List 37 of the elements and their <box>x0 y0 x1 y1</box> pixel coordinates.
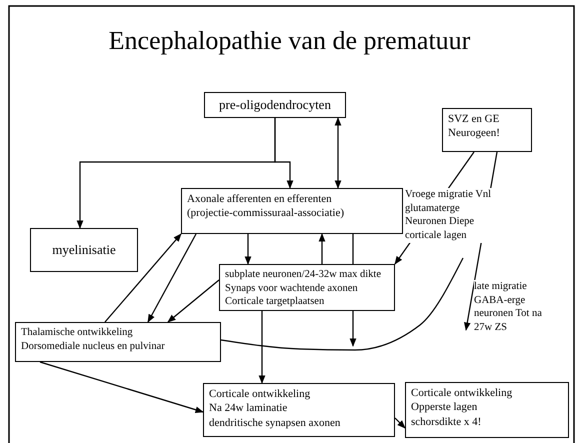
box-text: Thalamische ontwikkeling <box>21 326 134 340</box>
arrow <box>258 311 266 384</box>
box-text: Corticale ontwikkeling <box>209 387 312 402</box>
process-box <box>181 188 403 234</box>
arrow <box>334 117 342 189</box>
box-text: schorsdikte x 4! <box>411 414 482 429</box>
box-text: Synaps voor wachtende axonen <box>225 282 359 296</box>
arrow <box>394 418 406 429</box>
box-text: SVZ en GE <box>448 112 500 126</box>
process-box <box>204 92 346 118</box>
arrow <box>147 234 197 323</box>
process-box <box>30 228 138 272</box>
box-text: Corticale targetplaatsen <box>225 295 326 309</box>
box-text: dendritische synapsen axonen <box>209 416 342 430</box>
box-text: Opperste lagen <box>411 400 478 415</box>
box-text: myelinisatie <box>51 242 117 258</box>
connector-line <box>220 258 464 351</box>
arrow <box>318 233 326 264</box>
arrow <box>167 280 220 323</box>
box-text: Neurogeen! <box>448 126 501 141</box>
box-text: Dorsomediale nucleus en pulvinar <box>21 340 166 354</box>
arrow <box>40 361 204 413</box>
process-box <box>442 108 532 152</box>
box-text: (projectie-commissuraal-associatie) <box>187 206 345 221</box>
arrow <box>274 118 294 189</box>
arrow <box>104 233 182 322</box>
box-text: subplate neuronen/24-32w max dikte <box>225 268 382 282</box>
process-box <box>219 264 395 311</box>
box-text: Axonale afferenten en efferenten <box>187 192 333 206</box>
slide-title: Encephalopathie van de prematuur <box>108 26 472 56</box>
box-text: Na 24w laminatie <box>209 401 288 416</box>
arrow <box>244 234 252 265</box>
box-text: pre-oligodendrocyten <box>218 96 332 114</box>
process-box <box>405 382 569 438</box>
process-box <box>203 383 395 437</box>
box-text: Corticale ontwikkeling <box>411 386 514 400</box>
process-box <box>15 322 221 362</box>
